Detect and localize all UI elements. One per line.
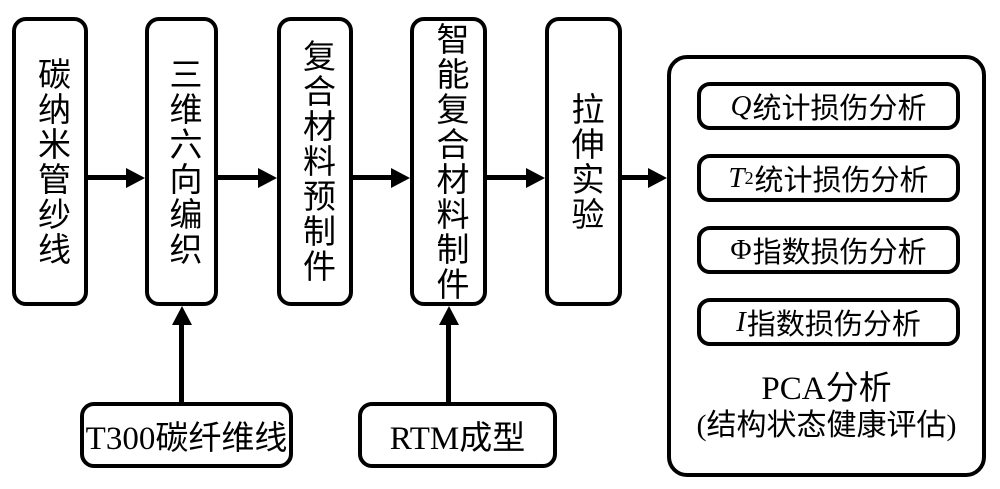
step-box-smart-composite-part: 智能复合材料制件 — [410, 17, 487, 306]
input-label: T300碳纤维线 — [85, 421, 288, 457]
arrow-icon-step4-to-step5 — [487, 167, 545, 188]
arrow-icon-step5-to-panel — [622, 167, 667, 188]
input-box-rtm-molding: RTM成型 — [358, 402, 557, 468]
panel-footer: PCA分析 (结构状态健康评估) — [671, 371, 982, 444]
item-prefix: I — [736, 305, 746, 338]
pca-analysis-title: PCA分析 — [761, 371, 892, 407]
step-label: 复合材料预制件 — [297, 39, 334, 284]
item-label: 指数损伤分析 — [746, 309, 921, 341]
item-prefix: Q — [730, 89, 752, 122]
item-label: 统计损伤分析 — [754, 165, 929, 197]
step-label: 智能复合材料制件 — [431, 21, 467, 302]
item-label: 统计损伤分析 — [752, 93, 927, 125]
step-label: 三维六向编织 — [164, 56, 200, 267]
step-box-carbon-nanotube-yarn: 碳纳米管纱线 — [12, 17, 88, 306]
input-label: RTM成型 — [389, 421, 526, 457]
step-box-tensile-test: 拉伸实验 — [545, 17, 622, 306]
item-label: 指数损伤分析 — [752, 237, 927, 269]
arrow-icon-step1-to-step2 — [88, 167, 145, 188]
step-label: 拉伸实验 — [566, 91, 602, 232]
arrow-icon-step3-to-step4 — [353, 167, 410, 188]
item-prefix: Φ — [730, 233, 752, 266]
arrow-icon-t300-to-weaving — [171, 306, 192, 402]
step-box-composite-preform: 复合材料预制件 — [277, 17, 353, 306]
arrow-icon-step2-to-step3 — [218, 167, 277, 188]
pca-analysis-subtitle: (结构状态健康评估) — [696, 409, 957, 442]
input-box-t300-carbon-fiber: T300碳纤维线 — [80, 402, 293, 468]
arrow-icon-rtm-to-part — [438, 306, 459, 402]
step-box-3d-six-direction-weaving: 三维六向编织 — [145, 17, 218, 306]
item-prefix: T — [728, 161, 745, 194]
step-label: 碳纳米管纱线 — [32, 56, 69, 267]
